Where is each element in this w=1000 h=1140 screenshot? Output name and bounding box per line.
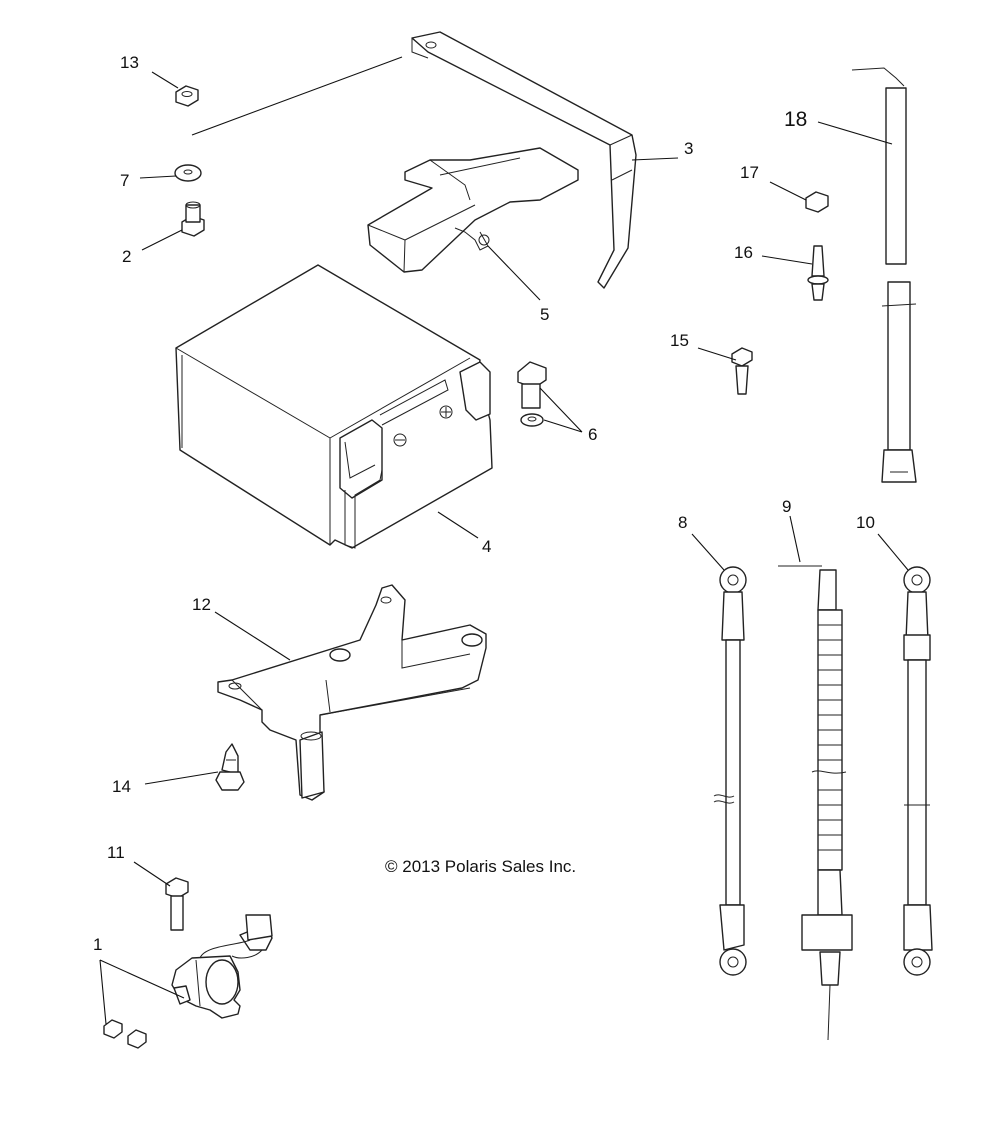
callout-1: 1	[93, 935, 102, 954]
part-14-push-rivet	[215, 743, 245, 791]
callout-13: 13	[120, 53, 139, 72]
callout-3: 3	[684, 139, 693, 158]
callout-6: 6	[588, 425, 597, 444]
callout-18: 18	[784, 108, 807, 131]
part-8-cable	[713, 566, 747, 976]
part-13-nut	[175, 85, 199, 107]
callout-9: 9	[782, 497, 791, 516]
callouts: 13 7 2 3 5 6 4 12 14 11 1 18 17 16 15 8 …	[93, 53, 875, 954]
part-15-screw	[731, 347, 753, 395]
callout-15: 15	[670, 331, 689, 350]
part-5-battery-pad	[367, 147, 579, 273]
callout-17: 17	[740, 163, 759, 182]
callout-10: 10	[856, 513, 875, 532]
part-10-cable	[903, 566, 933, 976]
callout-7: 7	[120, 171, 129, 190]
part-4-battery	[175, 264, 493, 549]
callout-5: 5	[540, 305, 549, 324]
part-7-washer	[174, 164, 202, 182]
part-18-cable	[851, 67, 917, 483]
callout-11: 11	[107, 843, 125, 862]
callout-2: 2	[122, 247, 131, 266]
callout-8: 8	[678, 513, 687, 532]
part-12-battery-bracket	[217, 584, 487, 801]
callout-4: 4	[482, 537, 491, 556]
callout-14: 14	[112, 777, 131, 796]
part-3-hold-down-strap	[411, 31, 637, 289]
callout-12: 12	[192, 595, 211, 614]
part-16-stud	[807, 245, 829, 301]
part-9-cable	[778, 565, 853, 1041]
copyright-notice: © 2013 Polaris Sales Inc.	[385, 857, 576, 876]
part-6-terminal-hardware	[517, 361, 547, 427]
leader-lines	[99, 56, 909, 1025]
part-17-nut	[805, 191, 829, 213]
part-1-solenoid	[103, 914, 273, 1049]
part-11-bolt	[165, 877, 189, 931]
part-2-bolt	[181, 201, 205, 237]
callout-16: 16	[734, 243, 753, 262]
